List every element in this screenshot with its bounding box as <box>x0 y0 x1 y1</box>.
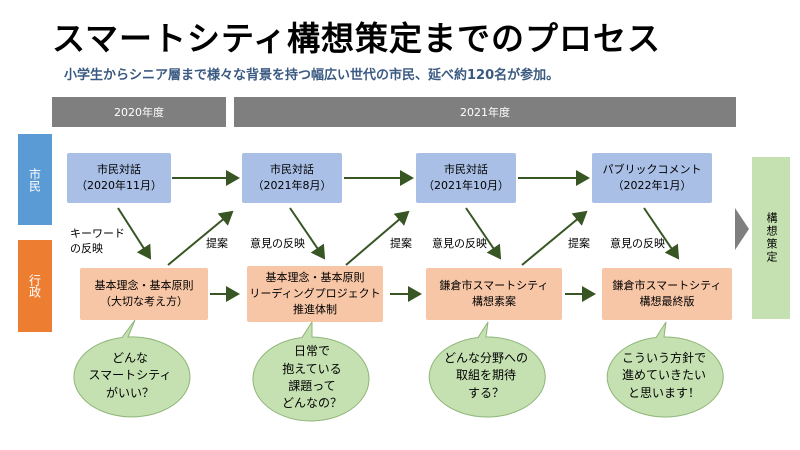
speech-bubble-1 <box>73 319 191 418</box>
citizen-box-1: 市民対話 （2020年11月） <box>67 153 171 203</box>
admin-box-2: 基本理念・基本原則 リーディングプロジェクト 推進体制 <box>247 266 383 322</box>
bubble-text-4: こういう方針で 進めていきたい と思います！ <box>621 350 706 400</box>
flow-label-keyword: キーワード の反映 <box>70 227 125 256</box>
admin-box-1: 基本理念・基本原則 （大切な考え方） <box>80 268 208 320</box>
arrow-down-4 <box>643 207 680 260</box>
arrow-up-2 <box>345 210 410 266</box>
row-label-citizen: 市民 <box>18 134 52 225</box>
citizen-box-2: 市民対話 （2021年8月） <box>242 153 342 203</box>
flow-label-proposal-1: 提案 <box>206 237 228 250</box>
admin-box-4: 鎌倉市スマートシティ 構想最終版 <box>602 268 732 320</box>
final-box: 構想策定 <box>752 157 790 319</box>
arrow-down-3 <box>465 207 502 260</box>
speech-bubble-3 <box>428 321 546 418</box>
citizen-box-4: パブリックコメント （2022年1月） <box>592 153 712 203</box>
bubble-text-3: どんな分野への 取組を期待 する？ <box>443 350 528 400</box>
arrow-up-1 <box>167 210 234 266</box>
flow-label-reflect-1: 意見の反映 <box>250 237 305 250</box>
admin-box-3: 鎌倉市スマートシティ 構想素案 <box>426 268 562 320</box>
arrow-down-1 <box>117 207 152 260</box>
row-label-admin: 行政 <box>18 240 52 332</box>
page-title: スマートシティ構想策定までのプロセス <box>52 19 662 58</box>
flow-label-proposal-2: 提案 <box>390 237 412 250</box>
bubble-text-2: 日常で 抱えている 課題って どんなの？ <box>281 344 342 411</box>
year-bar-2020: 2020年度 <box>52 97 226 127</box>
bubble-text-1: どんな スマートシティ がいい？ <box>88 350 172 400</box>
speech-bubble-2 <box>252 320 370 422</box>
page-subtitle: 小学生からシニア層まで様々な背景を持つ幅広い世代の市民、延べ約120名が参加。 <box>64 68 560 83</box>
flow-label-reflect-2: 意見の反映 <box>432 237 487 250</box>
arrow-down-2 <box>289 207 326 260</box>
speech-bubble-4 <box>606 321 724 418</box>
flow-label-reflect-3: 意見の反映 <box>610 237 665 250</box>
year-bar-2021: 2021年度 <box>234 97 736 127</box>
citizen-box-3: 市民対話 （2021年10月） <box>416 153 516 203</box>
flow-label-proposal-3: 提案 <box>568 237 590 250</box>
big-arrow-to-final <box>735 208 749 250</box>
arrow-up-3 <box>521 210 588 266</box>
